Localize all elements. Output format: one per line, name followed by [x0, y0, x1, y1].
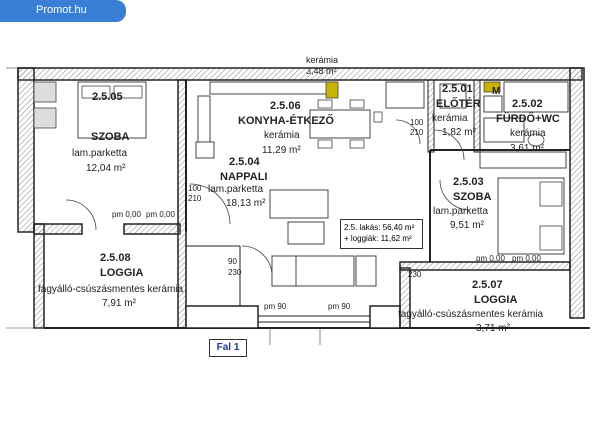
room-2503-area: 9,51 m² — [450, 220, 484, 231]
room-2505-floor: lam.parketta — [72, 148, 128, 159]
room-2502-name: FÜRDŐ+WC — [496, 113, 560, 125]
outer-wall-top — [17, 67, 583, 81]
room-2507-area: 3,71 m² — [476, 323, 510, 334]
room-2508-area: 7,91 m² — [102, 298, 136, 309]
pm-90-right: pm 90 — [328, 302, 351, 311]
area-summary-box: 2.5. lakás: 56,40 m² + loggiák: 11,62 m² — [340, 219, 423, 249]
room-2507-floor: fagyálló-csúszásmentes kerámia — [398, 309, 544, 320]
wall-label: Fal 1 — [209, 339, 247, 357]
room-2508-id: 2.5.08 — [100, 252, 131, 264]
area-summary-line2: + loggiák: 11,62 m² — [344, 234, 412, 243]
dim-230-right: 230 — [408, 270, 422, 279]
room-2504-floor: lam.parketta — [208, 184, 264, 195]
room-2506-id: 2.5.06 — [270, 100, 301, 112]
room-2503-id: 2.5.03 — [453, 176, 484, 188]
room-2501-name: ELŐTÉR — [436, 98, 481, 110]
pm-000-right: pm 0,00 — [476, 254, 505, 263]
room-2506-name: KONYHA-ÉTKEZŐ — [238, 115, 334, 127]
area-summary-line1: 2.5. lakás: 56,40 m² — [344, 223, 415, 232]
dim-230-door: 230 — [228, 268, 242, 277]
room-2506-area: 11,29 m² — [262, 145, 301, 156]
room-2501-floor: kerámia — [432, 113, 468, 124]
top-area-label: 3,48 m² — [306, 66, 337, 76]
room-2501-area: 1,82 m² — [442, 127, 476, 138]
room-2502-id: 2.5.02 — [512, 98, 543, 110]
room-2507-name: LOGGIA — [474, 294, 518, 306]
dim-90-door: 90 — [228, 257, 237, 266]
room-2504-id: 2.5.04 — [229, 156, 260, 168]
pm-000-left: pm 0,00 — [112, 210, 141, 219]
dim-210-b: 210 — [410, 128, 424, 137]
pm-90-left: pm 90 — [264, 302, 287, 311]
pm-000-right-b: pm 0,00 — [512, 254, 541, 263]
room-2504-area: 18,13 m² — [226, 198, 266, 209]
outer-wall-right — [569, 67, 585, 319]
room-2505-id: 2.5.05 — [92, 91, 123, 103]
room-2508-name: LOGGIA — [100, 267, 144, 279]
dim-100-b: 100 — [410, 118, 424, 127]
room-2508-floor: fagyálló-csúszásmentes kerámia — [38, 284, 184, 295]
room-2503-name: SZOBA — [453, 191, 492, 203]
room-2506-floor: kerámia — [264, 130, 300, 141]
room-2501-id: 2.5.01 — [442, 83, 473, 95]
room-2503-floor: lam.parketta — [433, 206, 489, 217]
room-2507-id: 2.5.07 — [472, 279, 503, 291]
room-2504-name: NAPPALI — [220, 171, 268, 183]
room-2505-name: SZOBA — [91, 131, 130, 143]
outer-wall-left — [17, 67, 35, 233]
pm-000-left-b: pm 0,00 — [146, 210, 175, 219]
top-floor-label: kerámia — [306, 55, 339, 65]
room-2505-area: 12,04 m² — [86, 163, 126, 174]
room-2502-area: 3,61 m² — [510, 143, 544, 154]
dim-100: 100 — [188, 184, 202, 193]
brand-label: Promot.hu — [36, 4, 87, 16]
brand-badge[interactable]: Promot.hu — [0, 0, 126, 22]
room-2502-floor: kerámia — [510, 128, 546, 139]
dim-210: 210 — [188, 194, 202, 203]
electric-meter-symbol: M — [492, 86, 501, 97]
